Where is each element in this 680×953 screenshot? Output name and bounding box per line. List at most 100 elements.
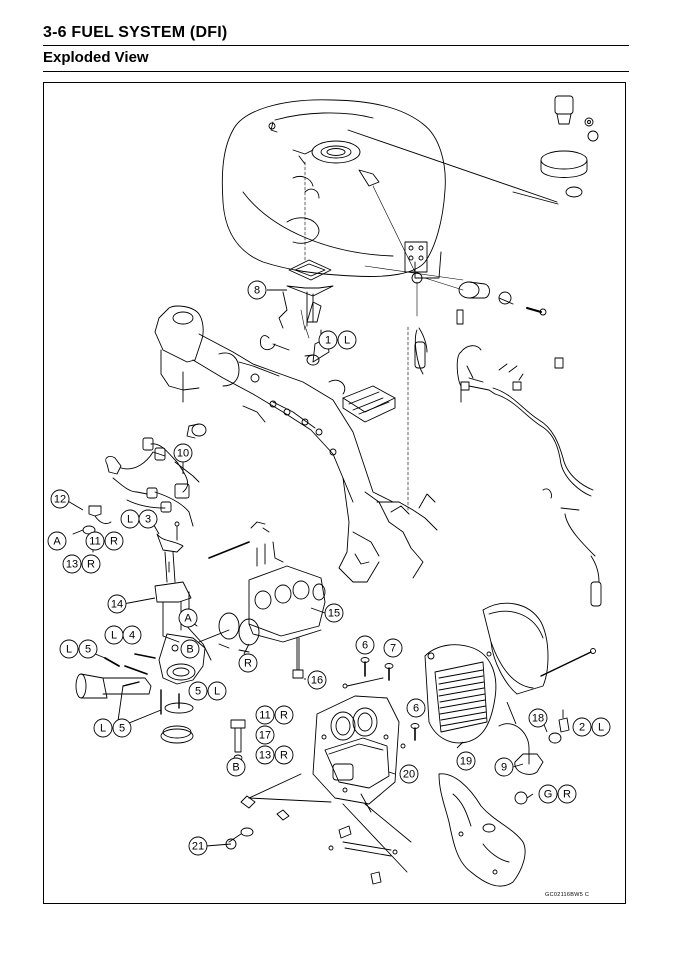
callout-balloon	[572, 717, 592, 737]
drive-cover	[438, 773, 526, 887]
callout-label: 14	[111, 599, 123, 611]
callout-balloon	[47, 531, 67, 551]
callout-balloon	[255, 745, 275, 765]
callout-label: 10	[177, 448, 189, 460]
fuel-hoses	[414, 309, 602, 607]
callout-balloon	[81, 554, 101, 574]
bracket	[156, 521, 184, 583]
callout-balloon	[538, 784, 558, 804]
callout-balloon	[399, 764, 419, 784]
callout-balloon	[494, 757, 514, 777]
callout-balloon	[247, 280, 267, 300]
callout-label: 4	[129, 630, 135, 642]
tank-cap	[347, 95, 599, 205]
frame-bushings	[186, 354, 320, 439]
tank-mount-bushings	[458, 281, 547, 316]
callout-balloon	[180, 639, 200, 659]
callout-label: R	[563, 789, 571, 801]
callout-balloon	[207, 681, 227, 701]
callout-balloon	[173, 443, 193, 463]
callout-label: L	[66, 644, 72, 656]
callout-label: A	[53, 536, 61, 548]
callout-label: 5	[195, 686, 201, 698]
callout-label: 1	[325, 335, 331, 347]
fuel-injector	[230, 719, 246, 762]
page-subtitle: Exploded View	[43, 49, 149, 66]
callout-label: L	[598, 722, 604, 734]
frame	[154, 305, 438, 583]
throttle-body	[154, 581, 230, 685]
callout-balloon	[112, 718, 132, 738]
air-cleaner-housing	[248, 695, 412, 873]
injector-bolt	[292, 637, 304, 679]
callout-balloon	[255, 705, 275, 725]
fuel-tank	[221, 99, 446, 284]
callout-balloon	[59, 639, 79, 659]
callout-label: R	[110, 536, 118, 548]
callout-balloon	[274, 705, 294, 725]
callout-label: G	[544, 789, 553, 801]
housing-bolts	[342, 657, 420, 749]
callout-balloon	[456, 751, 476, 771]
callout-balloon	[122, 625, 142, 645]
air-cleaner-cover	[482, 602, 596, 695]
callout-label: 20	[403, 769, 415, 781]
callout-label: 8	[254, 285, 260, 297]
air-filter-element	[424, 644, 497, 744]
callout-label: 19	[460, 756, 472, 768]
callout-label: 17	[259, 730, 271, 742]
callout-label: 11	[259, 710, 270, 722]
subtitle-rule	[43, 71, 629, 72]
callout-label: L	[214, 686, 220, 698]
callout-label: L	[111, 630, 117, 642]
heat-shield	[342, 385, 396, 423]
callout-balloon	[238, 653, 258, 673]
callout-balloon	[62, 554, 82, 574]
callout-balloon	[528, 708, 548, 728]
figure-code: GC02116BW5 C	[545, 892, 590, 898]
callout-label: L	[127, 514, 133, 526]
callout-label: R	[244, 658, 252, 670]
callout-balloon	[318, 330, 338, 350]
callout-label: 5	[85, 644, 91, 656]
callout-balloon	[307, 670, 327, 690]
section-title: 3-6 FUEL SYSTEM (DFI)	[43, 24, 228, 41]
callout-label: 15	[328, 608, 340, 620]
callout-balloon	[85, 531, 105, 551]
callout-balloon	[355, 635, 375, 655]
callout-balloon	[104, 531, 124, 551]
callout-balloon	[226, 757, 246, 777]
callout-balloon	[337, 330, 357, 350]
callout-balloon	[78, 639, 98, 659]
callout-label: R	[280, 710, 288, 722]
callout-label: R	[280, 750, 288, 762]
intake-seal	[75, 673, 194, 744]
exploded-view-diagram: 81L1012A11R13RL314L4ABL55LL515R1667611R1…	[47, 95, 611, 887]
callout-label: 3	[145, 514, 151, 526]
throttle-body-assembly	[208, 521, 326, 653]
callout-label: 11	[89, 536, 100, 548]
callout-label: 5	[119, 723, 125, 735]
callout-label: 13	[259, 750, 271, 762]
callout-balloon	[274, 745, 294, 765]
callout-balloon	[324, 603, 344, 623]
callout-balloon	[50, 489, 70, 509]
callout-label: 21	[192, 841, 204, 853]
callout-balloon	[107, 594, 127, 614]
callout-balloon	[178, 608, 198, 628]
callout-label: B	[186, 644, 193, 656]
callout-label: 6	[362, 640, 368, 652]
callout-balloon	[591, 717, 611, 737]
callout-balloon	[255, 725, 275, 745]
fuel-pump-assembly	[260, 259, 334, 351]
callout-label: 2	[579, 722, 585, 734]
callout-label: 7	[390, 643, 396, 655]
callout-balloon	[188, 836, 208, 856]
callout-balloon	[188, 681, 208, 701]
callout-label: L	[344, 335, 350, 347]
callout-label: 9	[501, 762, 507, 774]
callout-balloon	[138, 509, 158, 529]
callout-balloon	[557, 784, 577, 804]
title-rule	[43, 45, 629, 46]
